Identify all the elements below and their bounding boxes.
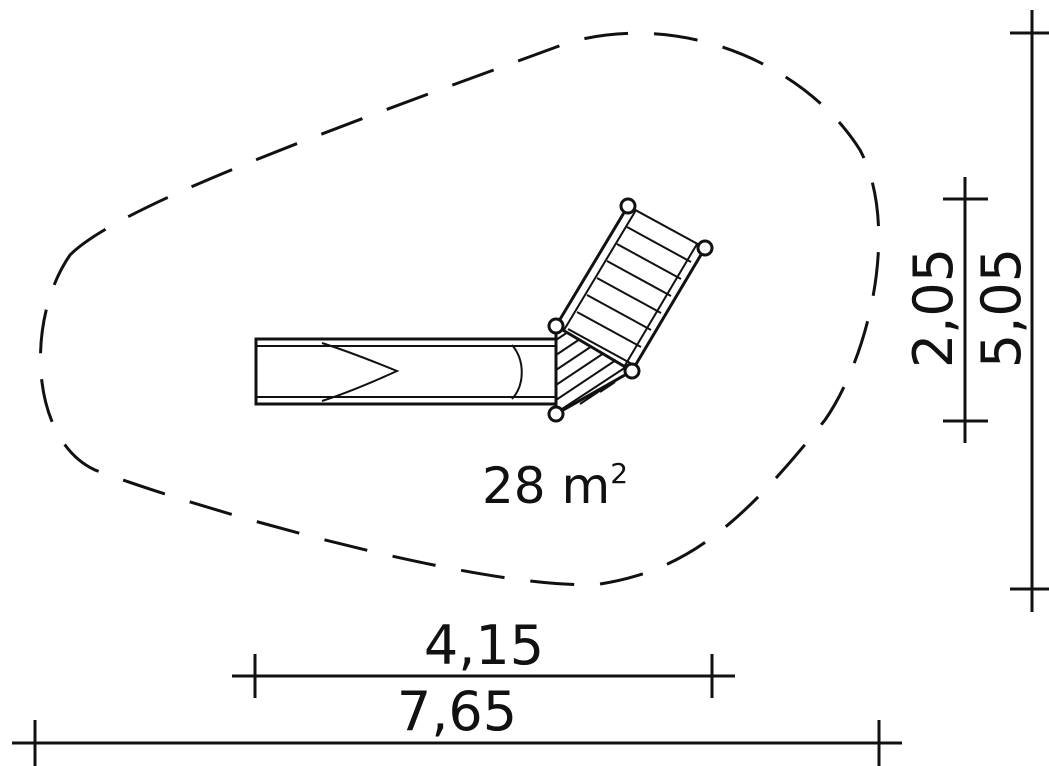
post (619, 197, 637, 215)
post (696, 239, 714, 257)
post (547, 405, 565, 423)
ladder (554, 205, 707, 372)
inner-width-label: 4,15 (424, 614, 544, 677)
slide (254, 337, 558, 406)
area-label: 28 m2 (482, 457, 628, 515)
width-dimension-lines (12, 654, 902, 766)
posts (547, 197, 714, 423)
inner-height-label: 2,05 (902, 248, 965, 368)
outer-height-label: 5,05 (970, 248, 1033, 368)
outer-width-label: 7,65 (397, 680, 517, 743)
platform (554, 323, 635, 417)
height-dimension-lines (943, 10, 1049, 612)
post (547, 317, 565, 335)
post (623, 362, 641, 380)
safety-zone-outline (39, 31, 881, 587)
